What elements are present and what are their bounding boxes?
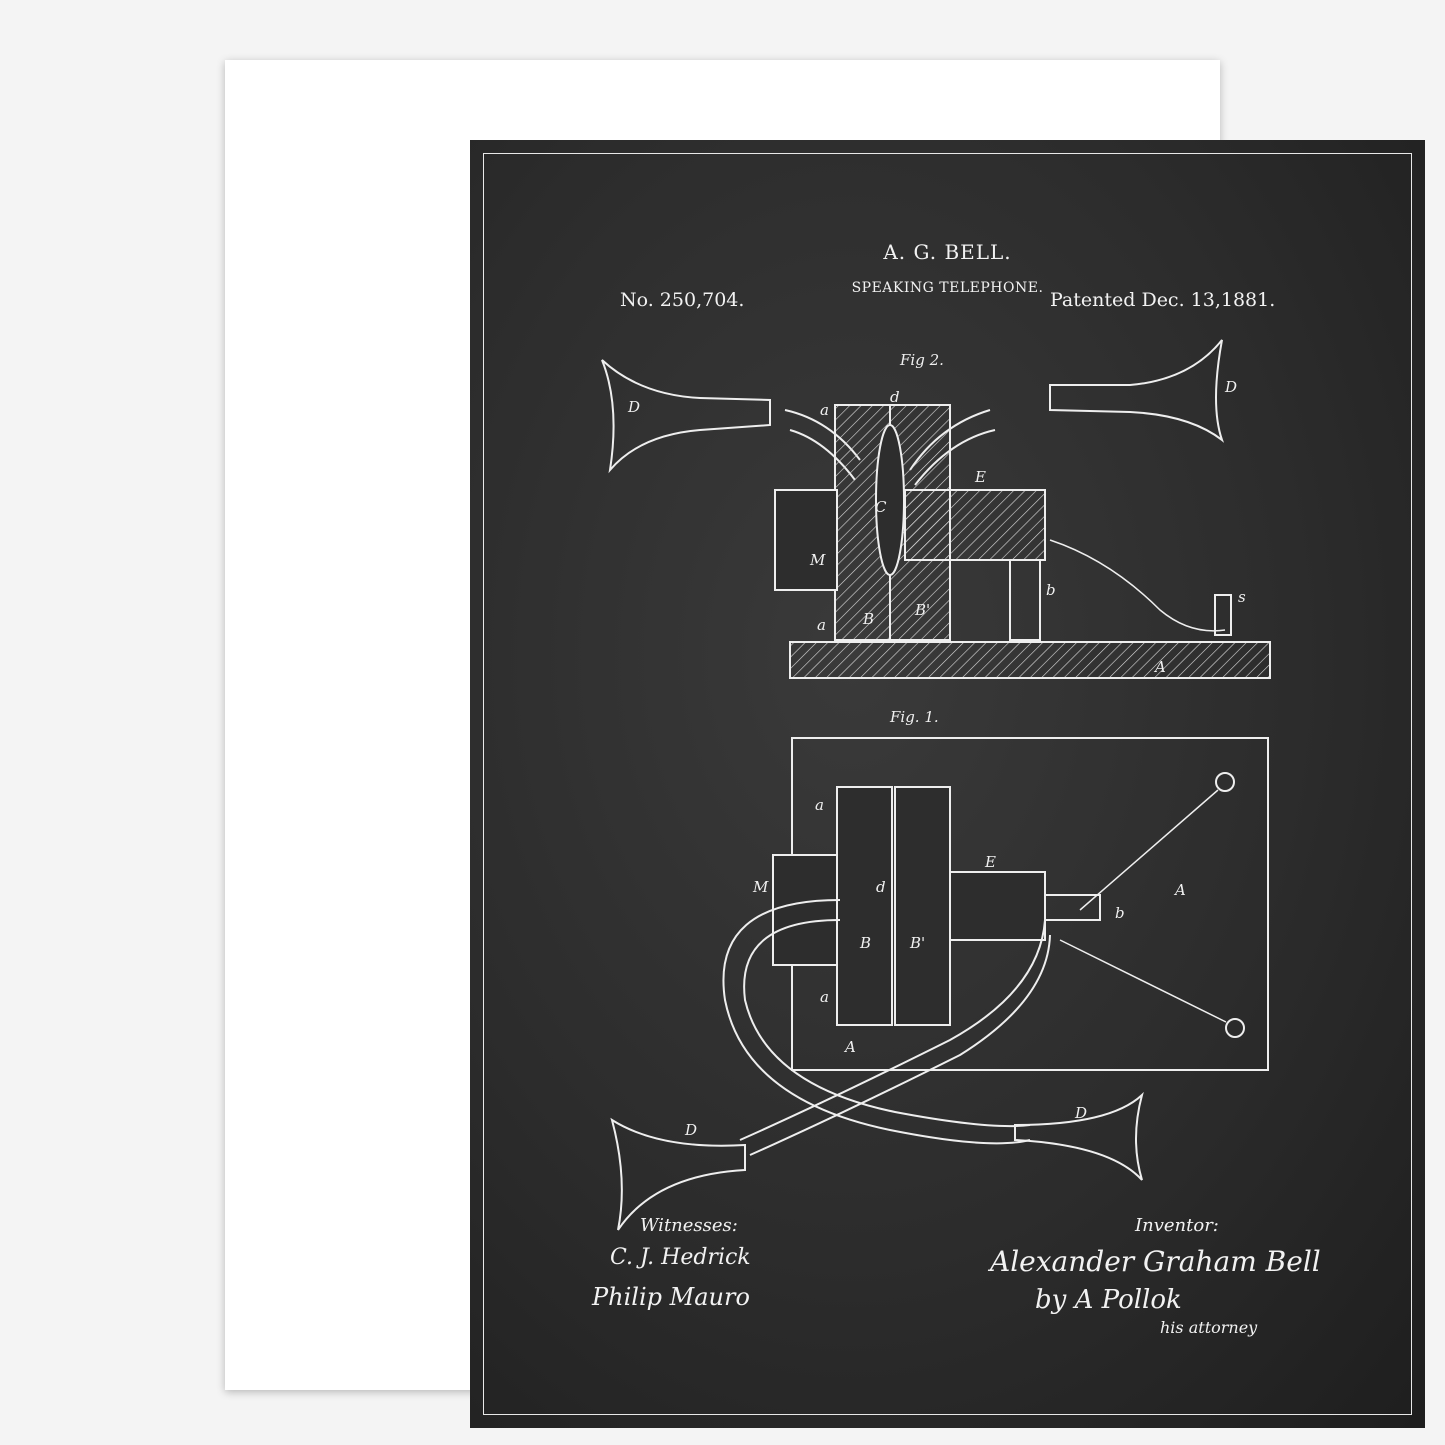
fig2-label-C: C — [875, 498, 887, 516]
fig2-label-B-prime: B' — [914, 601, 930, 619]
fig1-label-B-prime: B' — [909, 934, 925, 952]
fig2-label-a-bottom: a — [817, 616, 826, 634]
fig2-label-A: A — [1153, 658, 1166, 676]
fig1-label-D-right: D — [1074, 1104, 1087, 1122]
fig1-label-E: E — [984, 853, 996, 871]
coil-E — [950, 872, 1045, 940]
fig1-label-D-left: D — [684, 1121, 697, 1139]
inventor-signature: Alexander Graham Bell — [990, 1245, 1321, 1278]
attorney-note: his attorney — [1160, 1318, 1257, 1337]
mouthpiece-M — [775, 490, 837, 590]
witness-signature-1: C. J. Hedrick — [610, 1245, 751, 1270]
fig2-label-b: b — [1046, 581, 1056, 599]
support-b — [1010, 560, 1040, 640]
spring-wire — [1050, 540, 1225, 631]
patent-board: A. G. BELL. SPEAKING TELEPHONE. No. 250,… — [470, 140, 1425, 1428]
fig1-label-B: B — [859, 934, 871, 952]
coil-E — [905, 490, 1045, 560]
terminal-s — [1215, 595, 1231, 635]
terminal-ring-bottom — [1226, 1019, 1244, 1037]
block-B — [837, 787, 892, 1025]
horn-left — [612, 1120, 745, 1230]
fig2-label-B: B — [862, 610, 874, 628]
fig2-label-D-left: D — [627, 398, 640, 416]
fig1-label-b: b — [1115, 904, 1125, 922]
fig2-label-E: E — [974, 468, 986, 486]
terminal-ring-top — [1216, 773, 1234, 791]
coil-M — [773, 855, 838, 965]
figure-2: Fig 2. D D a d E C M B B' — [602, 340, 1270, 678]
fig2-label-s: s — [1238, 588, 1246, 606]
fig1-label-M: M — [752, 878, 769, 896]
fig2-label-d: d — [890, 388, 900, 406]
fig1-label-a-bottom: a — [820, 988, 829, 1006]
fig2-caption: Fig 2. — [899, 351, 944, 369]
poster-frame: A. G. BELL. SPEAKING TELEPHONE. No. 250,… — [225, 60, 1220, 1390]
horn-right — [1050, 340, 1222, 440]
fig2-label-D-right: D — [1224, 378, 1237, 396]
patent-drawing: Fig 2. D D a d E C M B B' — [470, 140, 1425, 1428]
fig1-label-A-bottom: A — [843, 1038, 856, 1056]
witness-signature-2: Philip Mauro — [592, 1283, 750, 1311]
base-A — [790, 642, 1270, 678]
figure-1: Fig. 1. a E M d B B' A b a A — [612, 708, 1268, 1230]
fig1-label-A-right: A — [1173, 881, 1186, 899]
fig1-caption: Fig. 1. — [889, 708, 939, 726]
witnesses-label: Witnesses: — [640, 1215, 738, 1236]
fig2-label-a-top: a — [820, 401, 829, 419]
spring-wires — [1060, 790, 1226, 1022]
inventor-label: Inventor: — [1135, 1215, 1219, 1236]
fig1-label-d: d — [876, 878, 886, 896]
connector-b — [1045, 895, 1100, 920]
fig1-label-a-top: a — [815, 796, 824, 814]
block-B-prime — [895, 787, 950, 1025]
fig2-label-M: M — [809, 551, 826, 569]
attorney-signature: by A Pollok — [1035, 1285, 1182, 1315]
